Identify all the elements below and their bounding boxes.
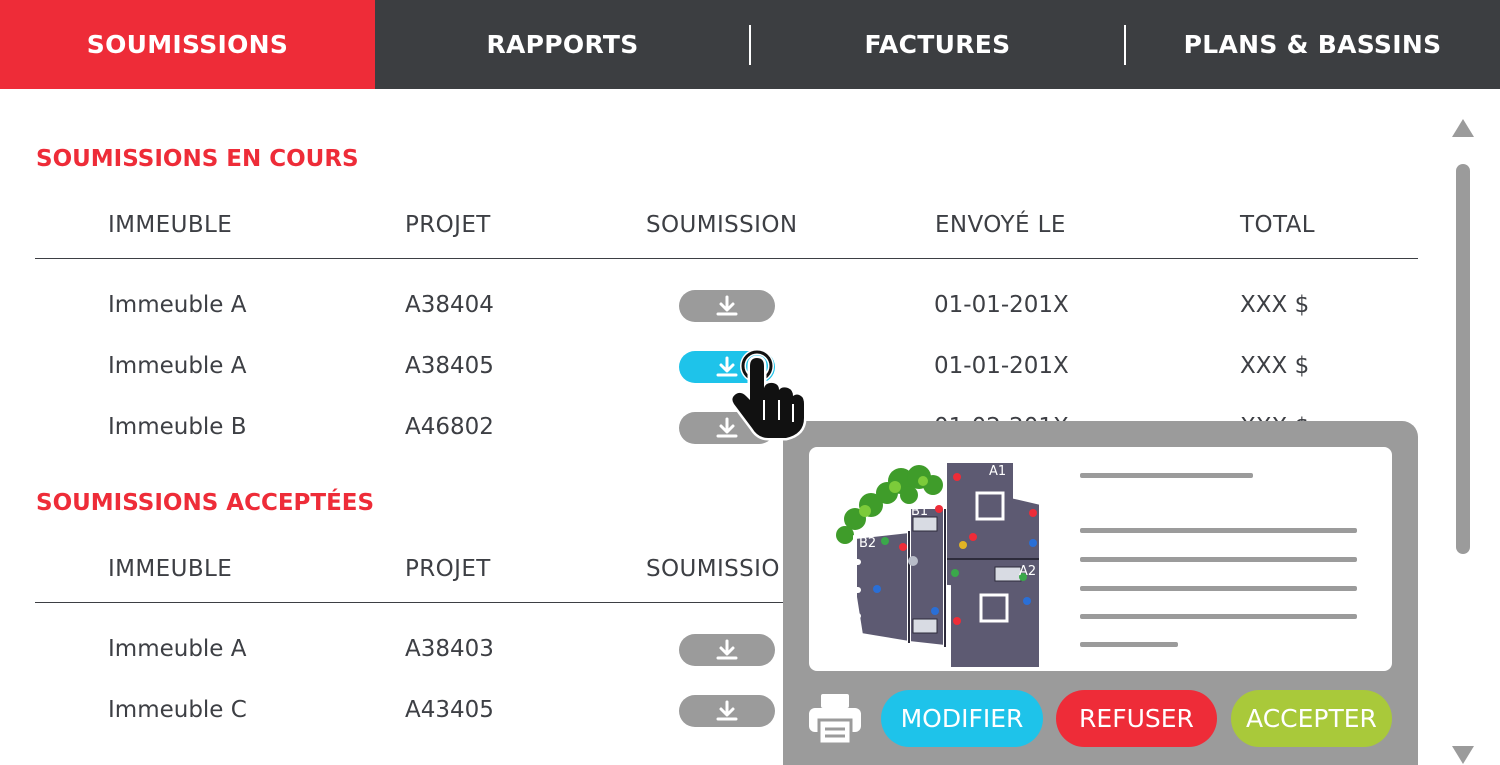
submission-preview-popup: A1 A2 B1 B2 MODIFIER REFUSER ACCEPTER	[783, 421, 1418, 765]
cell-projet: A43405	[405, 697, 494, 723]
column-header-immeuble: IMMEUBLE	[108, 556, 233, 582]
tab-label: RAPPORTS	[486, 30, 639, 59]
cell-projet: A38405	[405, 353, 494, 379]
tab-factures[interactable]: FACTURES	[750, 0, 1125, 89]
tab-label: FACTURES	[864, 30, 1011, 59]
placeholder-line	[1080, 586, 1357, 591]
tab-plans-bassins[interactable]: PLANS & BASSINS	[1125, 0, 1500, 89]
printer-icon[interactable]	[807, 692, 863, 746]
tab-label: PLANS & BASSINS	[1183, 30, 1442, 59]
placeholder-line	[1080, 614, 1357, 619]
scroll-down-arrow-icon[interactable]	[1451, 745, 1475, 765]
refuser-button[interactable]: REFUSER	[1056, 690, 1217, 747]
column-header-projet: PROJET	[405, 556, 491, 582]
cell-date: 01-01-201X	[934, 353, 1069, 379]
table-divider	[35, 602, 1418, 603]
column-header-soumission: SOUMISSIO	[646, 556, 780, 582]
tab-rapports[interactable]: RAPPORTS	[375, 0, 750, 89]
download-icon	[716, 639, 738, 660]
section-title-acceptees: SOUMISSIONS ACCEPTÉES	[36, 490, 375, 516]
preview-card: A1 A2 B1 B2	[809, 447, 1392, 671]
cell-total: XXX $	[1240, 292, 1310, 318]
cell-immeuble: Immeuble A	[108, 353, 247, 379]
download-icon	[716, 356, 738, 377]
column-header-immeuble: IMMEUBLE	[108, 212, 233, 238]
tab-soumissions[interactable]: SOUMISSIONS	[0, 0, 375, 89]
hand-pointer-icon	[729, 349, 807, 441]
table-divider	[35, 258, 1418, 259]
cell-total: XXX $	[1240, 353, 1310, 379]
download-button[interactable]	[679, 695, 775, 727]
top-nav: SOUMISSIONS RAPPORTS FACTURES PLANS & BA…	[0, 0, 1500, 89]
download-icon	[716, 700, 738, 721]
plan-label: A1	[989, 464, 1006, 479]
column-header-projet: PROJET	[405, 212, 491, 238]
column-header-total: TOTAL	[1240, 212, 1315, 238]
placeholder-line	[1080, 557, 1357, 562]
placeholder-line	[1080, 473, 1253, 478]
scrollbar-thumb[interactable]	[1456, 164, 1470, 554]
plan-label: B2	[859, 536, 876, 551]
tab-divider	[749, 25, 751, 65]
download-button[interactable]	[679, 634, 775, 666]
cell-date: 01-01-201X	[934, 292, 1069, 318]
tab-label: SOUMISSIONS	[86, 30, 289, 59]
roof-plan-image: A1 A2 B1 B2	[836, 459, 1039, 671]
cell-immeuble: Immeuble B	[108, 414, 247, 440]
cell-immeuble: Immeuble C	[108, 697, 247, 723]
cell-projet: A38404	[405, 292, 494, 318]
tab-divider	[1124, 25, 1126, 65]
scroll-up-arrow-icon[interactable]	[1451, 118, 1475, 138]
cell-projet: A46802	[405, 414, 494, 440]
column-header-soumission: SOUMISSION	[646, 212, 798, 238]
plan-label: A2	[1019, 564, 1036, 579]
cell-projet: A38403	[405, 636, 494, 662]
placeholder-line	[1080, 642, 1178, 647]
download-icon	[716, 295, 738, 316]
download-icon	[716, 417, 738, 438]
section-title-en-cours: SOUMISSIONS EN COURS	[36, 146, 359, 172]
cell-immeuble: Immeuble A	[108, 292, 247, 318]
modifier-button[interactable]: MODIFIER	[881, 690, 1043, 747]
plan-label: B1	[911, 504, 928, 519]
accepter-button[interactable]: ACCEPTER	[1231, 690, 1392, 747]
placeholder-line	[1080, 528, 1357, 533]
download-button[interactable]	[679, 290, 775, 322]
column-header-envoye: ENVOYÉ LE	[935, 212, 1066, 238]
cell-immeuble: Immeuble A	[108, 636, 247, 662]
